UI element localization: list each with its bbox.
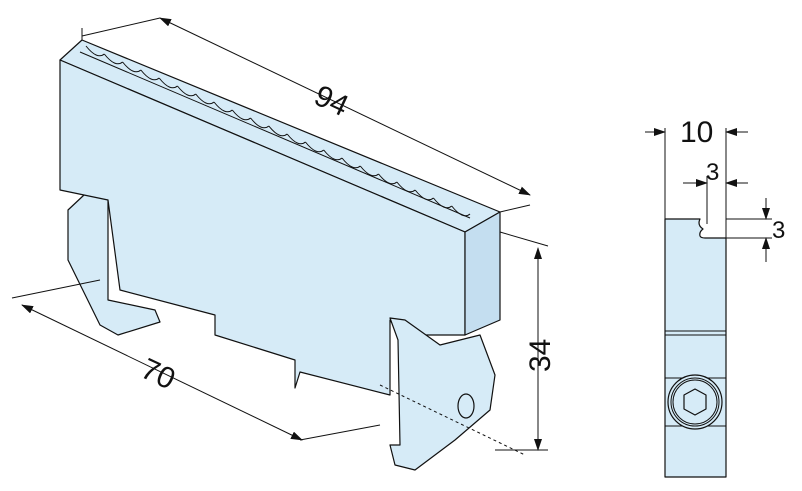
dim-label-length: 94 bbox=[309, 79, 353, 123]
side-view: 10 3 3 bbox=[645, 116, 785, 478]
dim-label-groove-depth: 3 bbox=[772, 217, 785, 244]
dim-line-94 bbox=[159, 17, 531, 196]
serration-tooth bbox=[140, 69, 160, 81]
dim-label-groove-width: 3 bbox=[706, 159, 719, 186]
serration-tooth bbox=[122, 61, 142, 73]
right-face bbox=[464, 211, 501, 336]
center-line bbox=[379, 384, 526, 456]
isometric-view: 94 70 34 bbox=[11, 17, 557, 471]
dim-label-height: 34 bbox=[524, 339, 557, 372]
serration-tooth bbox=[451, 205, 471, 217]
serration-tooth bbox=[433, 197, 453, 209]
dim-line-70 bbox=[21, 304, 303, 441]
dim-label-depth: 70 bbox=[136, 352, 180, 396]
hex-socket-icon bbox=[683, 388, 707, 416]
side-body bbox=[664, 218, 727, 478]
serration-tooth bbox=[103, 53, 123, 65]
bolt-hole bbox=[457, 393, 475, 419]
right-clamp-block bbox=[389, 317, 496, 471]
serration-tooth bbox=[85, 45, 105, 57]
dim-label-width: 10 bbox=[680, 116, 713, 149]
